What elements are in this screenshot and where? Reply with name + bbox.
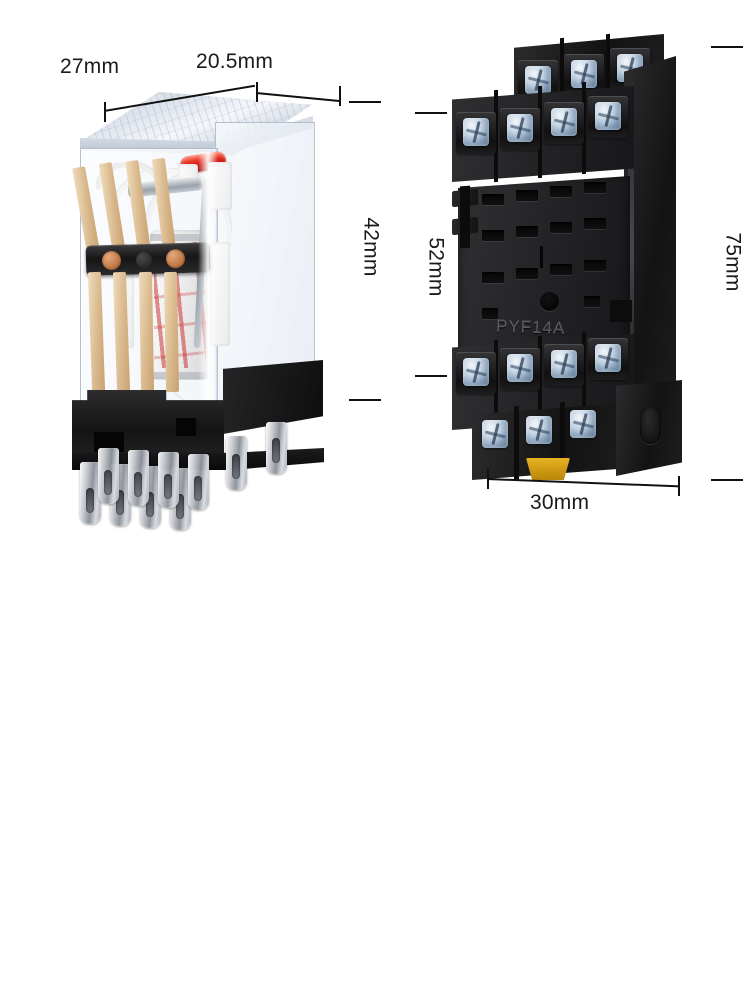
relay-pin-hole bbox=[86, 488, 94, 513]
relay-pin-hole bbox=[164, 474, 172, 499]
relay-rivet-left bbox=[101, 250, 122, 271]
socket-blade-slot bbox=[550, 186, 572, 197]
socket-left-groove bbox=[460, 185, 470, 249]
socket-blade-slot bbox=[482, 308, 498, 319]
socket-center-hole bbox=[540, 292, 559, 311]
dimension-label-75mm: 75mm bbox=[721, 232, 745, 292]
relay-pin bbox=[226, 436, 247, 490]
socket-screw[interactable] bbox=[507, 114, 533, 142]
socket-screw[interactable] bbox=[482, 420, 508, 448]
dimension-label-42mm: 42mm bbox=[359, 217, 383, 277]
dimension-tick-20-5mm-right bbox=[339, 86, 341, 106]
socket-screw[interactable] bbox=[551, 108, 577, 136]
socket-blade-slot bbox=[516, 268, 538, 279]
relay-contact-blade-8 bbox=[163, 271, 180, 393]
socket-center-rib bbox=[540, 246, 543, 268]
dimension-tick-30mm-left bbox=[487, 469, 489, 489]
relay-armature-pivot bbox=[135, 251, 153, 269]
socket-blade-slot bbox=[516, 226, 538, 237]
dimension-line-42mm bbox=[0, 0, 2, 299]
relay-case-highlight bbox=[198, 152, 218, 452]
relay-pin bbox=[266, 422, 287, 474]
dimension-tick-75mm-bottom bbox=[711, 479, 743, 481]
relay-socket-product: PYF14A bbox=[452, 33, 682, 486]
dimension-tick-27mm-right bbox=[256, 82, 258, 102]
socket-screw[interactable] bbox=[463, 358, 489, 386]
dimension-tick-27mm-left bbox=[104, 102, 106, 122]
socket-blade-slot bbox=[482, 272, 504, 283]
socket-blade-slot bbox=[584, 260, 606, 271]
socket-blade-slot bbox=[584, 218, 606, 229]
relay-pin-hole bbox=[232, 454, 240, 479]
relay-contact-blade-7 bbox=[138, 271, 155, 393]
socket-blade-slot bbox=[550, 222, 572, 233]
dimension-tick-52mm-bottom bbox=[415, 375, 447, 377]
relay-coil-band-bottom bbox=[150, 372, 208, 379]
relay-pin-hole bbox=[176, 494, 184, 519]
socket-blade-slot bbox=[482, 194, 504, 205]
relay-pin-hole bbox=[116, 490, 124, 515]
socket-model-label: PYF14A bbox=[495, 316, 566, 339]
relay-pin-hole bbox=[134, 472, 142, 497]
socket-blade-slot bbox=[482, 230, 504, 241]
dimension-label-30mm: 30mm bbox=[530, 491, 590, 514]
dimension-tick-42mm-top bbox=[349, 101, 381, 103]
relay-pin bbox=[128, 450, 149, 506]
socket-screw[interactable] bbox=[526, 416, 552, 444]
relay-pin-hole bbox=[104, 470, 112, 495]
socket-bottom-divider-1 bbox=[514, 405, 519, 481]
socket-flange-notch bbox=[610, 300, 632, 322]
socket-blade-slot bbox=[584, 296, 600, 307]
socket-wall-highlight bbox=[628, 68, 634, 428]
relay-armature-bar bbox=[85, 242, 211, 276]
socket-screw[interactable] bbox=[463, 118, 489, 146]
socket-screw[interactable] bbox=[507, 354, 533, 382]
socket-screw[interactable] bbox=[551, 350, 577, 378]
relay-rivet-right bbox=[165, 248, 186, 269]
socket-mounting-hole bbox=[640, 406, 661, 444]
relay-pin bbox=[80, 462, 101, 524]
relay-coil-band-top bbox=[150, 234, 208, 241]
relay-pin-hole bbox=[146, 492, 154, 517]
socket-screw[interactable] bbox=[595, 102, 621, 130]
socket-blade-slot bbox=[550, 264, 572, 275]
dimension-tick-75mm-top bbox=[711, 46, 743, 48]
product-image-canvas: PYF14A 27mm 20.5mm 42mm bbox=[0, 0, 754, 531]
relay-base-slot bbox=[94, 432, 124, 452]
relay-pin-hole bbox=[194, 476, 202, 501]
dimension-line-75mm bbox=[0, 563, 2, 997]
socket-blade-slot bbox=[584, 182, 606, 193]
relay-pin bbox=[98, 448, 119, 504]
relay-product bbox=[58, 92, 358, 530]
dimension-label-52mm: 52mm bbox=[424, 237, 448, 297]
dimension-label-27mm: 27mm bbox=[60, 55, 120, 78]
socket-screw[interactable] bbox=[570, 410, 596, 438]
dimension-tick-52mm-top bbox=[415, 112, 447, 114]
dimension-tick-42mm-bottom bbox=[349, 399, 381, 401]
dimension-tick-30mm-right bbox=[678, 476, 680, 496]
relay-pin bbox=[158, 452, 179, 508]
socket-retainer-clip[interactable] bbox=[526, 458, 570, 480]
dimension-label-20-5mm: 20.5mm bbox=[196, 50, 274, 73]
relay-base-window bbox=[176, 418, 196, 436]
socket-blade-slot bbox=[516, 190, 538, 201]
dimension-line-52mm bbox=[0, 299, 2, 563]
relay-pin bbox=[188, 454, 209, 510]
socket-screw[interactable] bbox=[595, 344, 621, 372]
relay-pin-hole bbox=[272, 438, 280, 463]
